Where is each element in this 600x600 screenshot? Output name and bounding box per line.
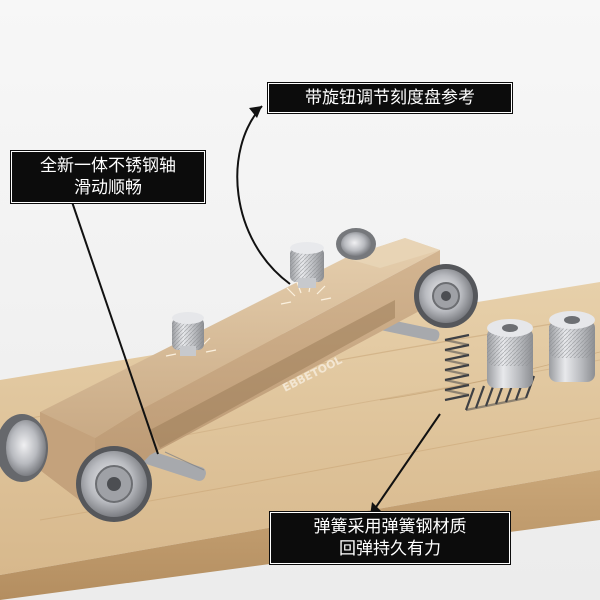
- callout-shaft-line2: 滑动顺畅: [74, 178, 142, 198]
- knurled-nut-2: [549, 311, 595, 382]
- callout-stainless-shaft: 全新一体不锈钢轴 滑动顺畅: [11, 151, 205, 203]
- callout-dial-reference: 带旋钮调节刻度盘参考: [268, 83, 512, 113]
- spring-horizontal: [464, 375, 536, 412]
- arrow-to-dial: [236, 105, 291, 285]
- knurled-nut-1: [487, 319, 533, 388]
- arrow-to-shaft: [69, 195, 159, 455]
- bearing-front-right: [414, 264, 478, 328]
- gold-body: [40, 238, 440, 512]
- arrow-to-spring: [373, 413, 441, 511]
- callout-spring-line1: 弹簧采用弹簧钢材质: [313, 517, 467, 537]
- callout-spring-steel: 弹簧采用弹簧钢材质 回弹持久有力: [270, 512, 510, 564]
- bearing-front-left: [76, 446, 152, 522]
- knurled-knob-left: [172, 312, 204, 356]
- callout-shaft-line1: 全新一体不锈钢轴: [40, 156, 176, 176]
- bearing-back-left: [0, 414, 48, 482]
- annotation-arrows: [69, 105, 441, 511]
- bearing-back-right: [336, 228, 376, 260]
- spring-vertical: [444, 333, 470, 402]
- callout-spring-line2: 回弹持久有力: [339, 539, 441, 559]
- knurled-knob-right: [290, 242, 324, 288]
- callout-dial-text: 带旋钮调节刻度盘参考: [305, 88, 475, 108]
